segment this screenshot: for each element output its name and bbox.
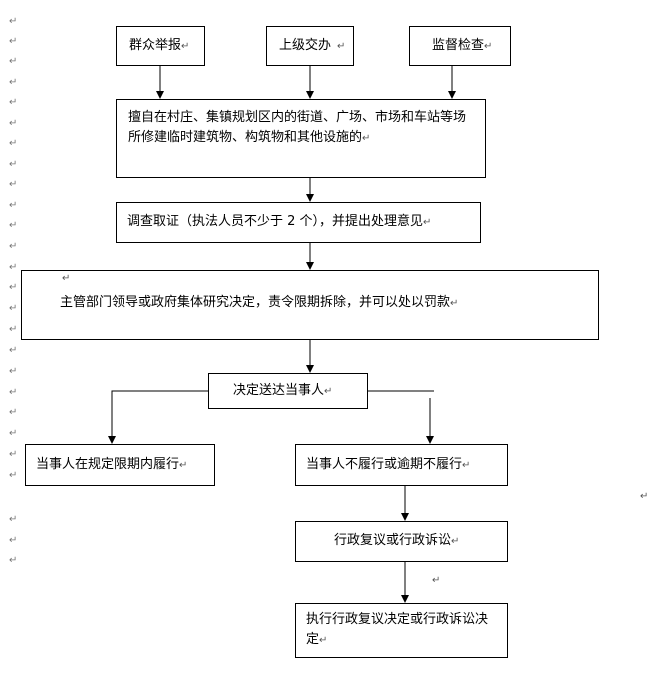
margin-mark: ↵ [9,407,18,418]
node-decision: ↵ 主管部门领导或政府集体研究决定，责令限期拆除，并可以处以罚款↵ [21,270,599,340]
margin-mark: ↵ [9,179,18,190]
margin-mark: ↵ [9,470,18,481]
paragraph-mark: ↵ [62,273,71,284]
margin-mark: ↵ [9,200,18,211]
margin-mark: ↵ [9,535,18,546]
stray-paragraph-mark: ↵ [432,575,441,586]
arrow-serve-to-comply [108,390,208,444]
margin-mark: ↵ [9,282,18,293]
paragraph-mark: ↵ [179,460,188,471]
margin-mark: ↵ [9,387,18,398]
node-review-litigation-label: 行政复议或行政诉讼 [334,533,452,548]
node-execute-label: 执行行政复议决定或行政诉讼决定 [306,612,489,647]
paragraph-mark: ↵ [324,386,333,397]
margin-mark: ↵ [9,428,18,439]
node-comply: 当事人在规定限期内履行↵ [25,444,215,486]
margin-mark: ↵ [9,324,18,335]
node-supervision-check: 监督检查↵ [409,26,511,66]
margin-mark: ↵ [9,159,18,170]
node-public-report-label: 群众举报 [129,38,182,53]
node-review-litigation: 行政复议或行政诉讼↵ [295,521,508,562]
paragraph-mark: ↵ [451,536,460,547]
node-execute: 执行行政复议决定或行政诉讼决定↵ [295,603,508,658]
margin-mark: ↵ [9,303,18,314]
margin-mark: ↵ [9,514,18,525]
margin-mark: ↵ [9,220,18,231]
node-serve-party: 决定送达当事人↵ [208,373,368,409]
stray-paragraph-mark: ↵ [640,491,647,502]
node-higher-assign-label: 上级交办 [279,38,332,53]
paragraph-mark: ↵ [319,635,328,646]
node-illegal-construction: 擅自在村庄、集镇规划区内的街道、广场、市场和车站等场所修建临时建筑物、构筑物和其… [116,99,486,178]
margin-mark: ↵ [9,138,18,149]
margin-mark: ↵ [9,118,18,129]
margin-mark: ↵ [9,262,18,273]
node-comply-label: 当事人在规定限期内履行 [36,457,180,472]
margin-mark: ↵ [9,555,18,566]
node-investigation: 调查取证（执法人员不少于 2 个），并提出处理意见↵ [116,202,481,243]
margin-mark: ↵ [9,345,18,356]
paragraph-mark: ↵ [450,298,459,309]
paragraph-mark: ↵ [484,41,493,52]
margin-mark: ↵ [9,56,18,67]
node-higher-assign: 上级交办 ↵ [266,26,354,66]
margin-mark: ↵ [9,77,18,88]
margin-mark: ↵ [9,36,18,47]
node-not-comply: 当事人不履行或逾期不履行↵ [295,444,508,486]
node-not-comply-label: 当事人不履行或逾期不履行 [306,457,463,472]
paragraph-mark: ↵ [462,460,471,471]
margin-mark: ↵ [9,16,18,27]
node-investigation-label: 调查取证（执法人员不少于 2 个），并提出处理意见 [127,214,424,229]
margin-mark: ↵ [9,449,18,460]
paragraph-mark: ↵ [181,41,190,52]
margin-mark: ↵ [9,366,18,377]
margin-mark: ↵ [9,97,18,108]
node-public-report: 群众举报↵ [116,26,205,66]
node-illegal-construction-label: 擅自在村庄、集镇规划区内的街道、广场、市场和车站等场所修建临时建筑物、构筑物和其… [128,110,467,145]
paragraph-mark: ↵ [423,217,432,228]
node-supervision-check-label: 监督检查 [432,38,485,53]
paragraph-mark: ↵ [362,133,371,144]
margin-mark: ↵ [9,241,18,252]
paragraph-mark: ↵ [337,41,346,52]
node-serve-party-label: 决定送达当事人 [233,383,325,398]
node-decision-label: 主管部门领导或政府集体研究决定，责令限期拆除，并可以处以罚款 [60,295,451,310]
